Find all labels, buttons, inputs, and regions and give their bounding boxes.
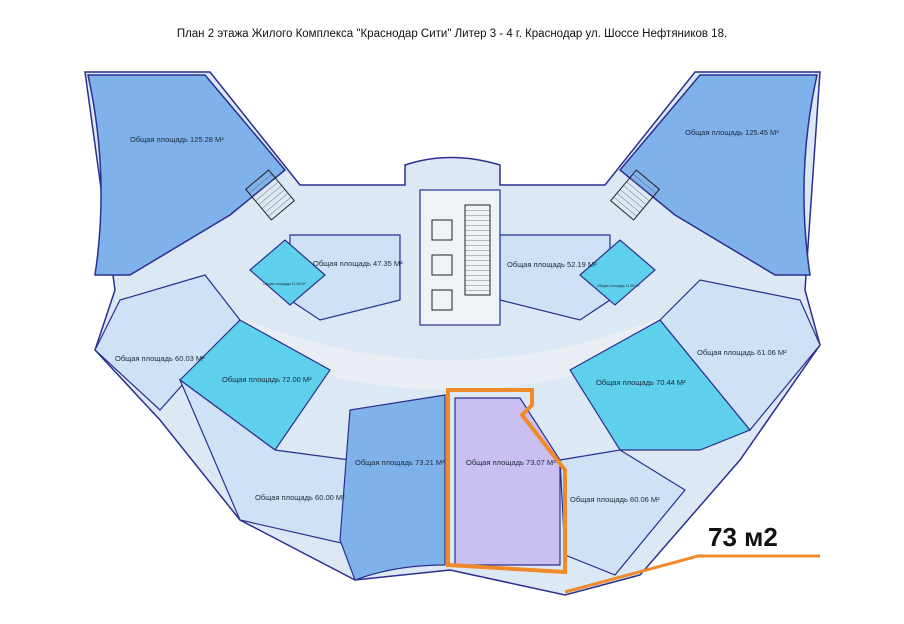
- room-label: Общая площадь 61.06 М²: [697, 348, 787, 357]
- room-label: Общая площадь 11.59 М²: [263, 282, 306, 286]
- room-11-59-right[interactable]: [579, 239, 656, 306]
- plan-title: План 2 этажа Жилого Комплекса "Краснодар…: [176, 28, 728, 40]
- room-label: Общая площадь 125.45 М²: [685, 128, 779, 137]
- room-label: Общая площадь 47.35 М²: [313, 259, 403, 268]
- callout-line: [564, 554, 820, 594]
- room-70-44[interactable]: [569, 319, 751, 451]
- elevator-icon: [431, 289, 453, 311]
- room-73-07[interactable]: [454, 397, 561, 566]
- elevator-icon: [431, 219, 453, 241]
- room-label: Общая площадь 73.21 М²: [355, 458, 445, 467]
- room-label: Общая площадь 73.07 М²: [466, 458, 556, 467]
- room-label: Общая площадь 125.28 М²: [130, 135, 224, 144]
- area-callout: 73 м2: [708, 522, 778, 552]
- stairs-icon: [609, 169, 661, 221]
- room-label: Общая площадь 52.19 М²: [507, 260, 597, 269]
- room-125-45[interactable]: [618, 74, 818, 276]
- room-label: Общая площадь 60.03 М²: [115, 354, 205, 363]
- room-73-21[interactable]: [339, 394, 446, 581]
- stairs-icon: [464, 204, 491, 296]
- highlight-outline: [446, 388, 567, 575]
- room-61-06[interactable]: [659, 279, 821, 431]
- room-label: Общая площадь 70.44 М²: [596, 378, 686, 387]
- room-label: Общая площадь 72.00 М²: [222, 375, 312, 384]
- room-label: Общая площадь 60.06 М²: [570, 495, 660, 504]
- room-label: Общая площадь 60.00 М²: [255, 493, 345, 502]
- room-11-59-left[interactable]: [249, 239, 326, 306]
- stairs-icon: [244, 169, 296, 221]
- elevator-icon: [431, 254, 453, 276]
- room-label: Общая площадь 11.59 М²: [597, 284, 640, 288]
- room-125-28[interactable]: [87, 74, 287, 276]
